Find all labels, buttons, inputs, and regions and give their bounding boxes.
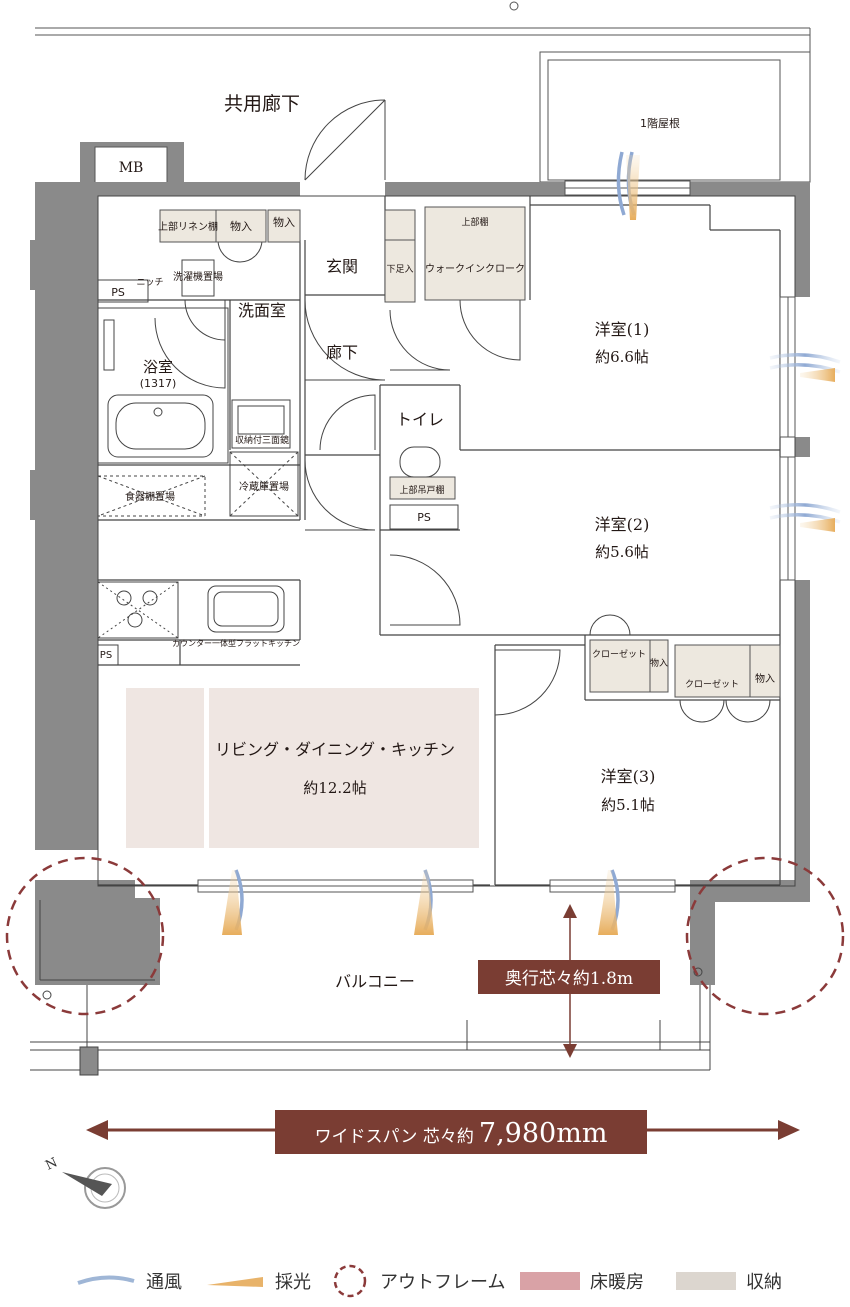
fridge-label: 冷蔵庫置場	[239, 480, 289, 493]
room3-size: 約5.1帖	[601, 796, 655, 814]
room1-name: 洋室(1)	[595, 320, 650, 339]
storage2-label: 物入	[273, 215, 295, 229]
legend-item-wind: 通風	[76, 1268, 182, 1294]
ps2-label: PS	[417, 511, 431, 524]
ldk-name: リビング・ダイニング・キッチン	[215, 740, 455, 759]
upper-linen-label: 上部リネン棚	[158, 220, 218, 233]
bath-size-label: (1317)	[140, 377, 177, 390]
storage4-label: 物入	[755, 672, 775, 685]
floor-heating	[126, 688, 479, 848]
closet1-label: クローゼット	[592, 648, 646, 660]
outframe-circles	[5, 856, 845, 1016]
niche-label: ニッチ	[136, 277, 163, 288]
widespan-text: ワイドスパン 芯々約 7,980mm	[315, 1118, 608, 1149]
dashed-circle-icon	[333, 1264, 367, 1298]
legend: 通風 採光 アウトフレーム 床暖房 収納	[0, 1262, 850, 1302]
compass-icon: N	[43, 1155, 126, 1209]
closet2-label: クローゼット	[685, 678, 739, 690]
legend-item-light: 採光	[205, 1268, 311, 1294]
ps3-label: PS	[100, 650, 112, 661]
wind-swoosh-icon	[77, 1275, 135, 1285]
floorheat-swatch	[520, 1272, 580, 1290]
legend-label-light: 採光	[275, 1272, 311, 1293]
roof-label: 1階屋根	[640, 116, 680, 130]
legend-label-floorheat: 床暖房	[590, 1272, 644, 1293]
widespan-dimension: ワイドスパン 芯々約 7,980mm	[86, 1110, 800, 1154]
legend-item-outframe: アウトフレーム	[330, 1264, 506, 1298]
washroom-label: 洗面室	[238, 301, 286, 320]
hallway-label: 廊下	[326, 343, 358, 362]
depth-dimension: 奥行芯々約1.8m	[478, 904, 660, 1058]
room-labels: 上部リネン棚 物入 物入 玄関 上部棚 ウォークインクローク 下足入 ニッチ 洗…	[100, 215, 775, 991]
legend-item-floorheat: 床暖房	[520, 1268, 644, 1294]
legend-label-wind: 通風	[146, 1272, 182, 1293]
toilet-label: トイレ	[396, 410, 444, 429]
legend-label-outframe: アウトフレーム	[380, 1272, 506, 1293]
widespan-value: 7,980mm	[479, 1118, 608, 1149]
room1-size: 約6.6帖	[595, 348, 649, 366]
depth-badge-text: 奥行芯々約1.8m	[505, 969, 633, 989]
dish-shelf-label: 食器棚置場	[125, 490, 175, 503]
ldk-size: 約12.2帖	[303, 779, 366, 797]
entrance-label: 玄関	[326, 257, 358, 276]
storage1-label: 物入	[230, 219, 252, 233]
fixtures	[97, 259, 459, 666]
corridor-label: 共用廊下	[224, 93, 300, 115]
legend-label-storage: 収納	[746, 1272, 782, 1293]
three-mirror-label: 収納付三面鏡	[235, 434, 289, 446]
bath-label: 浴室	[143, 358, 173, 376]
floor-plan: 共用廊下 1階屋根 MB	[5, 1, 845, 1209]
upper-cabinet-label: 上部吊戸棚	[399, 484, 444, 496]
upper-shelf-label: 上部棚	[461, 216, 488, 228]
room2-name: 洋室(2)	[595, 515, 650, 534]
kitchen-desc: カウンター一体型フラットキッチン	[172, 638, 300, 648]
storage-swatch	[676, 1272, 736, 1290]
shoes-label: 下足入	[386, 264, 413, 275]
legend-item-storage: 収納	[676, 1268, 782, 1294]
room2-size: 約5.6帖	[595, 543, 649, 561]
storage3-label: 物入	[650, 657, 668, 669]
room3-name: 洋室(3)	[601, 767, 656, 786]
balcony-label: バルコニー	[335, 972, 415, 991]
widespan-prefix: ワイドスパン 芯々約	[315, 1127, 474, 1147]
compass-north: N	[43, 1155, 60, 1173]
mb-label: MB	[119, 160, 144, 176]
ps1-label: PS	[111, 286, 125, 299]
light-ray-icon	[207, 1277, 263, 1287]
storage-areas	[159, 206, 781, 698]
walkin-label: ウォークインクローク	[425, 263, 525, 275]
washer-label: 洗濯機置場	[173, 270, 223, 283]
interior-walls	[98, 196, 781, 886]
light-indicators	[222, 155, 835, 935]
